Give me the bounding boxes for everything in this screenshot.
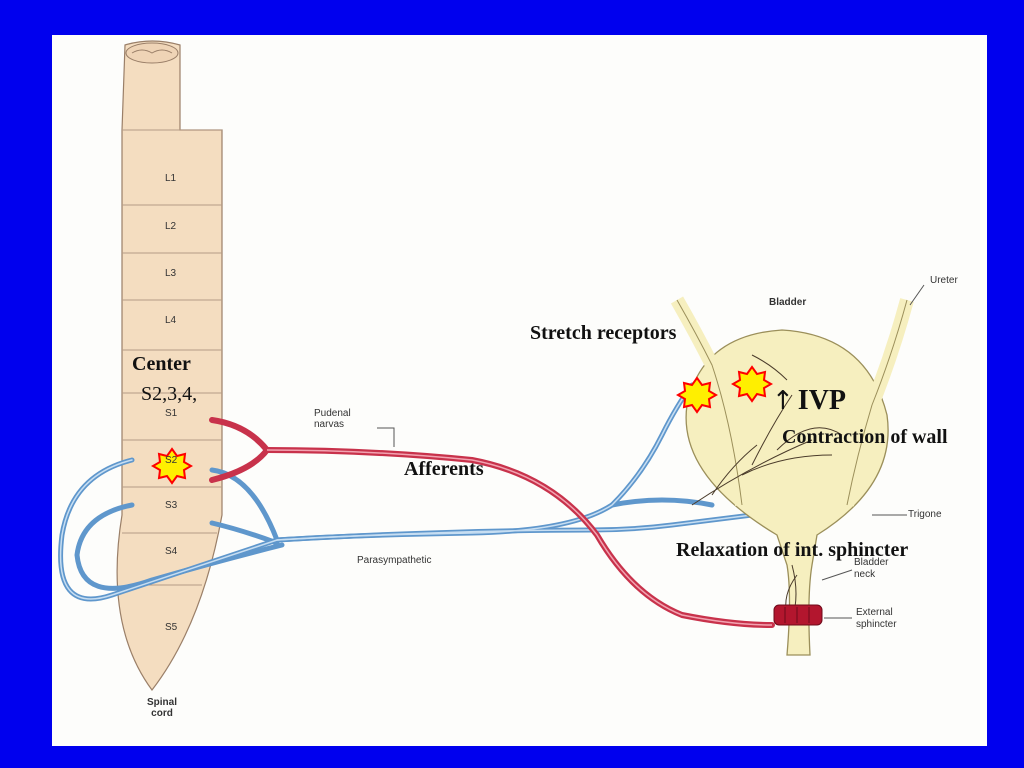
bladder (670, 296, 914, 656)
star-icon (150, 447, 194, 485)
bladder-label: Bladder (769, 297, 807, 308)
vertebra-label: S1 (165, 408, 178, 419)
vertebra-label: S4 (165, 546, 178, 557)
vertebra-label: S5 (165, 622, 178, 633)
contraction-label: Contraction of wall (782, 426, 948, 448)
afferents-label: Afferents (404, 458, 484, 480)
trigone-label: Trigone (908, 509, 942, 520)
vertebra-label: L3 (165, 268, 177, 279)
vertebra-label: S3 (165, 500, 178, 511)
center-segments-label: S2,3,4, (141, 383, 198, 405)
center-label: Center (132, 353, 191, 375)
micturition-reflex-diagram (58, 40, 925, 691)
ureter-label: Ureter (930, 275, 958, 286)
vertebra-label: L1 (165, 173, 177, 184)
ivp-label: ↑ IVP (772, 385, 846, 417)
star-icon (730, 365, 774, 403)
star-icon (675, 376, 719, 414)
vertebra-label: L4 (165, 315, 177, 326)
vertebra-label: S2 (165, 455, 178, 466)
relaxation-label: Relaxation of int. sphincter (676, 539, 909, 561)
label-leaders (377, 284, 925, 619)
spinal-cord (116, 40, 223, 691)
parasympathetic-label: Parasympathetic (357, 555, 432, 566)
ivp-text: IVP (797, 385, 847, 416)
stretch-receptors-label: Stretch receptors (530, 322, 677, 344)
up-arrow-icon: ↑ (772, 386, 794, 416)
vertebra-label: L2 (165, 221, 177, 232)
